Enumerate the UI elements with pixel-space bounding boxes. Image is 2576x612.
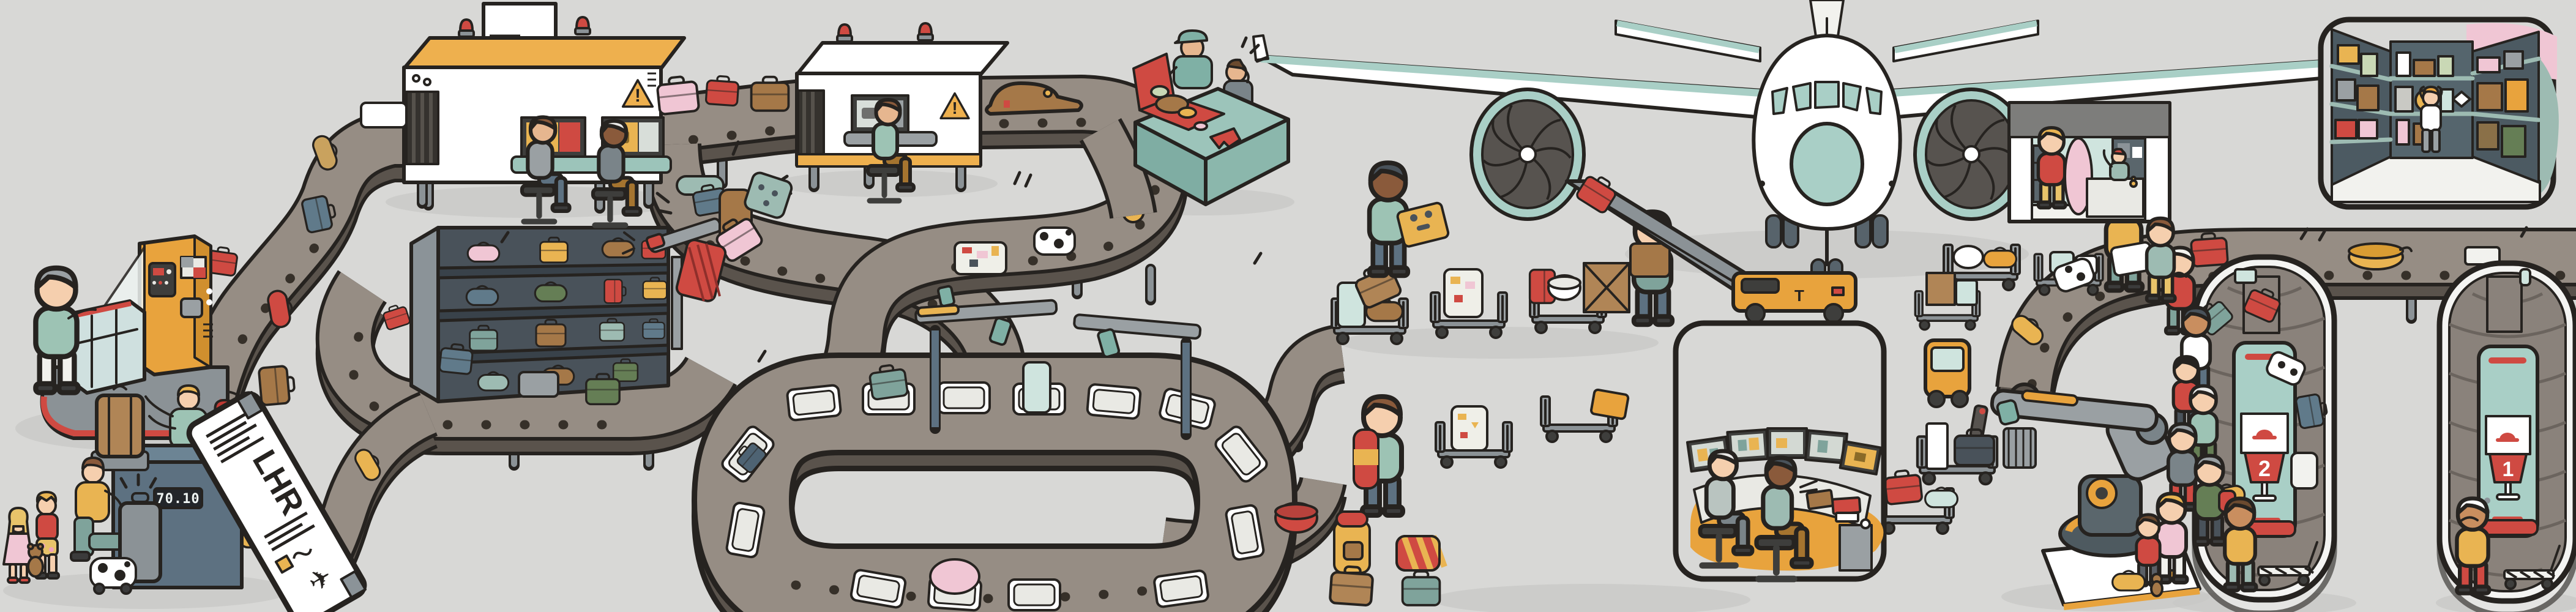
alarm-beacon-icon: [458, 18, 475, 38]
checkin-scene: 70.10: [2, 384, 367, 612]
lost-hat-icon: [2252, 430, 2277, 439]
family-queue: [2, 457, 162, 595]
desk-items: [1805, 488, 1871, 529]
carousel-number: 1: [2503, 458, 2514, 481]
sorting-trays: [719, 361, 1271, 612]
loader-truck: T: [1731, 271, 1857, 324]
belt-loader: T: [1565, 170, 1857, 324]
red-underwear: [1209, 127, 1241, 149]
hatbox2: [1952, 245, 1984, 269]
sticker-case-2: [1450, 405, 1488, 452]
scanner-gantry: [914, 285, 1202, 440]
kneeling-dad: [70, 457, 141, 562]
suitcase-being-wrapped: [70, 299, 146, 395]
cart-at-robot: [1917, 422, 2037, 484]
tunnel-opening: [797, 89, 825, 155]
winglet: [1252, 34, 1269, 61]
tug-vehicle: [1914, 272, 1981, 408]
lost-property-inset: [2318, 17, 2559, 210]
surfboard: [2064, 137, 2093, 215]
feed-chute: [2234, 268, 2285, 334]
roof: [402, 36, 686, 70]
scale-weight-readout: 70.10: [156, 491, 200, 507]
carousel-1-pillar: 1: [2477, 345, 2539, 538]
customs-officer: [1164, 29, 1213, 93]
striped-bag: [1395, 535, 1447, 572]
wrap-machine-tower: [138, 234, 213, 376]
cow-ride-on-case: [89, 557, 137, 595]
red-hatbox: [1274, 502, 1318, 534]
bag-red-spinner: [675, 239, 727, 302]
clerk: [2086, 147, 2145, 218]
sticker-case: [1443, 268, 1484, 318]
bag-cow-print: [1033, 226, 1076, 256]
svg-text:!: !: [952, 99, 957, 118]
shelf-items: [2329, 44, 2541, 158]
girl-with-teddy: [2, 507, 44, 584]
hatbox: [1547, 274, 1581, 301]
warning-mark: !: [635, 86, 641, 106]
xray-station-1: !: [402, 2, 686, 225]
bag-crocodile-case: [985, 81, 1083, 116]
tail-stabilizers: [1615, 20, 2039, 62]
teddy2: [2150, 573, 2163, 597]
loader-marking: T: [1794, 286, 1804, 305]
bag-sticker-suitcase: [954, 241, 1007, 275]
cargo-door: [1790, 122, 1864, 206]
waiting-passenger-confused: [2457, 498, 2489, 593]
bag-tag-lhr: LHR ✈: [186, 390, 367, 612]
carousel-2-bags: [2193, 296, 2330, 510]
cockpit-windows: [1771, 81, 1883, 115]
cow-bag2: [2053, 258, 2096, 293]
bag-pink-suitcase: [655, 73, 701, 116]
airplane: [1252, 0, 2402, 295]
empty-trolley: [2503, 545, 2561, 590]
crate-with-face: [1396, 201, 1450, 248]
xray-station-2: !: [795, 22, 1009, 201]
suitcase-on-scale: [95, 385, 145, 458]
carousel-1: 1: [2436, 260, 2576, 612]
red-yellow-duffel: [1353, 428, 1379, 490]
bag-entering-scanner2: [750, 75, 790, 112]
surfboard-customer: [2038, 128, 2093, 215]
scale-display: 70.10: [153, 487, 203, 509]
flag-panel: [180, 256, 207, 279]
bag-polka: [744, 171, 793, 219]
sorting-loop: [691, 285, 1298, 612]
carousel-2-crowd: [2111, 218, 2318, 597]
baggage-storage-rack: [409, 217, 722, 403]
tunnel-opening: [405, 74, 439, 165]
luggage-trolley: [2257, 541, 2318, 586]
worker-on-cart: [1370, 163, 1450, 275]
teddy-bear: [27, 543, 44, 578]
pancake-bag: [2348, 242, 2413, 271]
alarm-beacon-icon: [574, 16, 591, 35]
bag-grey: [518, 371, 559, 398]
scanner-camera-icon: [936, 285, 1121, 359]
bag-on-tray: [1022, 361, 1051, 414]
control-room-inset: [1673, 320, 1887, 579]
carousel-number: 2: [2258, 456, 2271, 481]
wooden-crate: [1583, 262, 1630, 313]
engine-right: [1913, 88, 2029, 221]
customs-inspection-desk: [1079, 29, 1290, 220]
backpack: [1333, 510, 1371, 574]
searching-person: [2419, 86, 2443, 153]
feed-chute: [2486, 268, 2531, 333]
motion-ticks: [500, 171, 2528, 363]
bag-on-tray: [929, 558, 980, 595]
bag-entering-scanner1: [360, 102, 408, 129]
bags-on-arrival-belt: [2007, 231, 2501, 349]
bag-red-suitcase: [704, 74, 741, 107]
baggage-pileup: [655, 140, 793, 302]
cart-train: [1331, 259, 1630, 345]
oversize-baggage-counter: [2007, 101, 2171, 223]
engine-left: [1469, 88, 1586, 221]
